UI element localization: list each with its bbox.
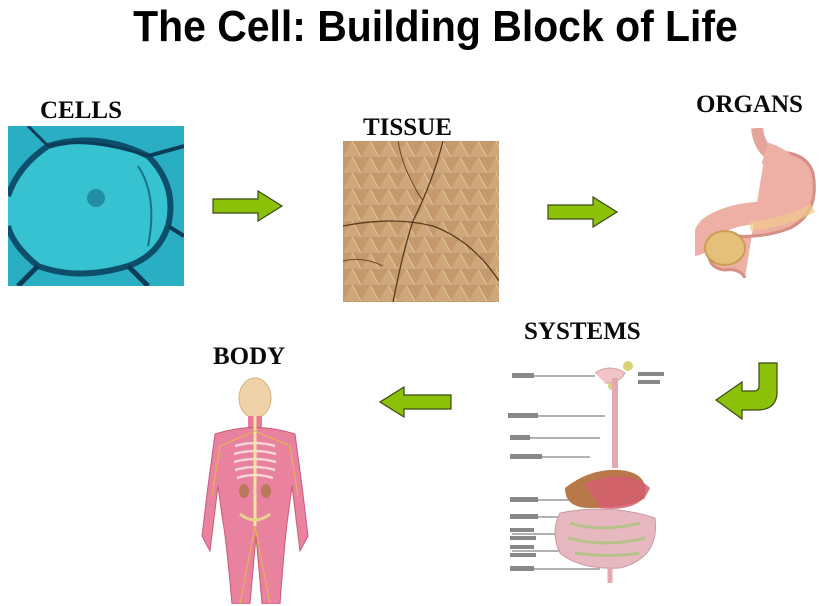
page-title: The Cell: Building Block of Life [133,2,738,51]
stage-label-tissue: TISSUE [363,114,452,141]
left-arrow-icon [378,385,452,423]
curved-down-left-arrow-icon [714,362,780,425]
right-arrow-icon [212,189,284,227]
organs-image [695,128,825,278]
tissue-image [343,141,499,302]
stage-label-body: BODY [213,343,286,370]
body-image [190,376,320,604]
systems-image [500,358,670,588]
stage-label-organs: ORGANS [696,91,803,118]
stage-label-cells: CELLS [40,97,122,124]
right-arrow-icon [547,195,619,233]
stage-label-systems: SYSTEMS [524,318,641,345]
cells-image [8,126,184,286]
